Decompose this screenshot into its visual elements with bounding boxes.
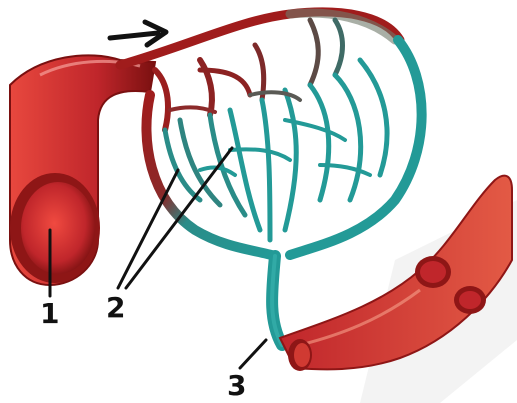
leader-line-3 (240, 340, 266, 368)
label-1: 1 (40, 300, 59, 328)
label-2: 2 (106, 294, 125, 322)
arteriole-lumen (10, 173, 100, 283)
arrow-right-icon (110, 22, 166, 45)
label-3: 3 (227, 372, 246, 400)
capillary-network (120, 12, 422, 345)
